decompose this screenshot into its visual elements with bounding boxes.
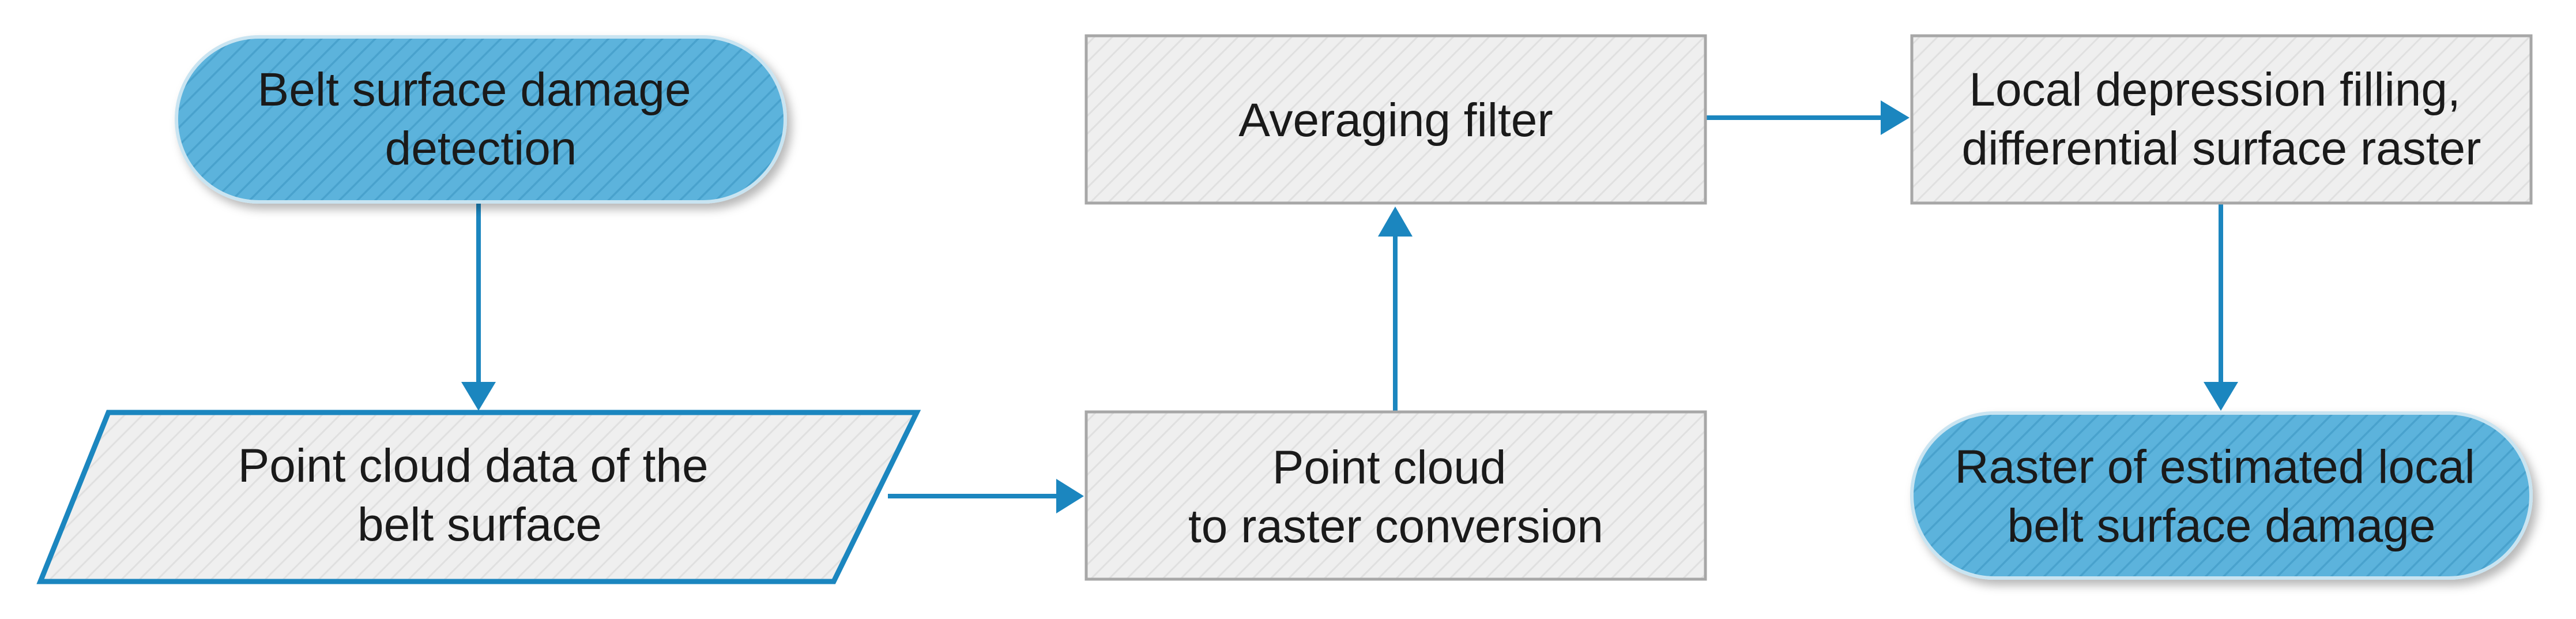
node-label-line: belt surface [357, 498, 602, 551]
connectors [461, 100, 2238, 513]
arrowhead-conversion [1056, 479, 1084, 513]
node-label-line: Raster of estimated local [1954, 441, 2475, 493]
terminal-shape [1910, 411, 2533, 580]
process-shape [1084, 410, 1707, 581]
process-shape [1910, 34, 2533, 205]
node-label-line: Point cloud [1272, 441, 1507, 494]
data-shape [36, 410, 921, 584]
node-start: Belt surface damage detection [175, 35, 787, 204]
node-label: Local depression filling, differential s… [1962, 63, 2481, 175]
node-label-line: Local depression filling, [1969, 63, 2460, 116]
node-label-line: Belt surface damage [258, 63, 691, 116]
node-label: Point cloud to raster conversion [1188, 441, 1603, 553]
node-label-line: Point cloud data of the [238, 440, 709, 492]
arrowhead-input-data [461, 382, 496, 411]
terminal-shape [175, 35, 787, 204]
arrowhead-filter [1378, 207, 1413, 237]
node-label: Raster of estimated local belt surface d… [1954, 441, 2488, 552]
node-label: Averaging filter [1238, 94, 1553, 147]
node-label-line: detection [385, 122, 577, 175]
node-filling: Local depression filling, differential s… [1910, 34, 2533, 205]
node-label: Point cloud data of the belt surface [238, 440, 722, 551]
node-filter: Averaging filter [1084, 34, 1707, 205]
node-label-line: belt surface damage [2007, 500, 2435, 552]
node-label-line: Averaging filter [1238, 94, 1553, 147]
node-conversion: Point cloud to raster conversion [1084, 410, 1707, 581]
node-label-line: to raster conversion [1188, 500, 1603, 553]
node-label-line: differential surface raster [1962, 122, 2481, 175]
node-input-data: Point cloud data of the belt surface [36, 410, 921, 584]
node-result: Raster of estimated local belt surface d… [1910, 411, 2533, 580]
arrowhead-filling [1881, 100, 1910, 135]
process-shape [1084, 34, 1707, 205]
arrowhead-result [2204, 382, 2238, 411]
node-label: Belt surface damage detection [258, 63, 705, 175]
